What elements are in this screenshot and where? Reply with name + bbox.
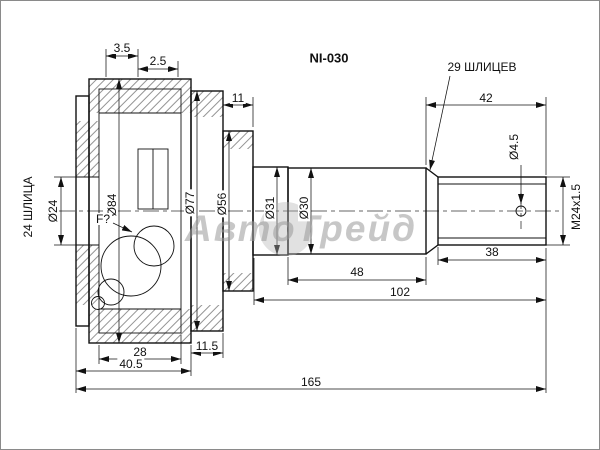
dim-spline-end-length: 38 (483, 245, 501, 259)
float-dim-label: F? (93, 212, 113, 226)
dim-hole-dia: Ø4.5 (507, 131, 521, 163)
dim-groove-a: 3.5 (111, 41, 133, 55)
dim-dia-77: Ø77 (183, 189, 197, 217)
spline-count-shaft-label: 29 ШЛИЦЕВ (445, 60, 519, 74)
dim-dia-24: Ø24 (46, 197, 60, 225)
dim-dia-30: Ø30 (297, 194, 311, 222)
dim-shaft-length: 48 (348, 265, 366, 279)
dim-dia-31: Ø31 (263, 194, 277, 222)
part-number: NI-030 (307, 50, 351, 66)
spline-count-cup-label: 24 ШЛИЦА (21, 174, 35, 240)
dim-spline-section: 42 (477, 91, 495, 105)
dim-neck-width: 11 (229, 91, 247, 105)
dim-cup-total: 40.5 (117, 357, 145, 371)
dim-ring-width: 11.5 (193, 339, 221, 353)
inner-detail (76, 88, 546, 334)
dim-dia-56: Ø56 (215, 190, 229, 218)
dim-overall-length: 165 (298, 375, 324, 389)
dim-cup-depth: 28 (131, 345, 149, 359)
dim-shaft-total: 102 (387, 285, 413, 299)
dim-thread-spec: M24x1.5 (569, 181, 583, 233)
dim-groove-b: 2.5 (147, 54, 169, 68)
